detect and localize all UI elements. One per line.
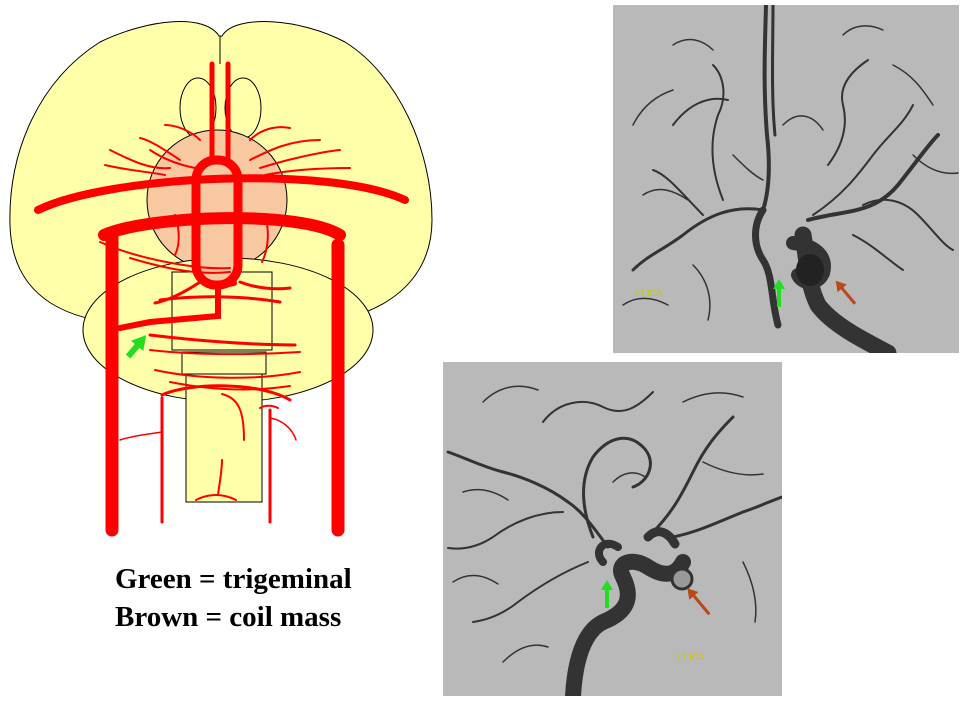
legend-green: Green = trigeminal bbox=[115, 563, 352, 595]
brown-arrow-icon bbox=[687, 588, 711, 616]
vascular-schematic bbox=[9, 21, 433, 537]
brown-arrow-icon bbox=[835, 280, 857, 305]
angiogram-label-bottom: LT ICA bbox=[677, 652, 705, 662]
spinal-cord bbox=[185, 373, 263, 503]
green-arrow-icon bbox=[773, 279, 785, 307]
angiogram-ap-view: LT ICA bbox=[613, 5, 959, 353]
angiogram-label-top: LT ICA bbox=[635, 288, 663, 298]
green-arrow-icon bbox=[601, 580, 613, 608]
legend-brown: Brown = coil mass bbox=[115, 601, 342, 633]
legend: Green = trigeminal Brown = coil mass bbox=[115, 560, 352, 636]
medulla-mid bbox=[181, 351, 267, 375]
green-arrow-icon bbox=[125, 335, 147, 359]
angiogram-lateral-view: LT ICA bbox=[443, 362, 782, 696]
